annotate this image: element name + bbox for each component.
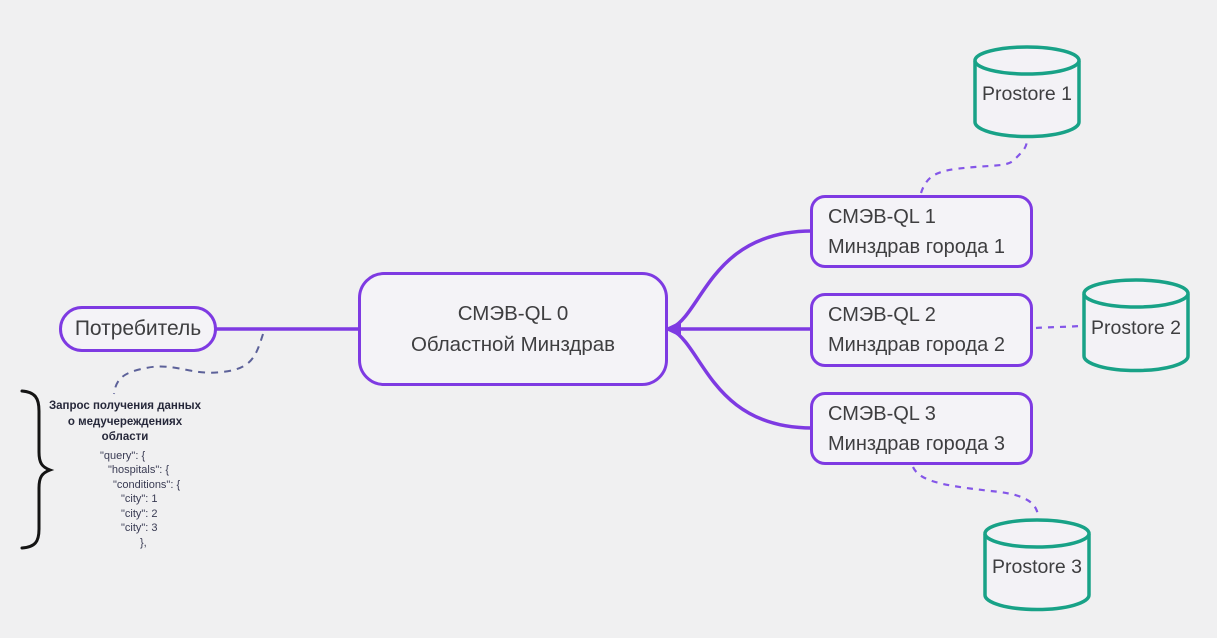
connector-annotation-request	[113, 333, 264, 395]
node-smev-ql-2-title: СМЭВ-QL 2	[828, 304, 936, 326]
node-smev-ql-3-title: СМЭВ-QL 3	[828, 402, 936, 425]
annotation-code-line: "city": 3	[121, 522, 158, 535]
connector-node2-prostore2	[1035, 324, 1081, 330]
node-smev-ql-0[interactable]: СМЭВ-QL 0 Областной Минздрав	[358, 272, 668, 386]
node-smev-ql-3-subtitle: Минздрав города 3	[828, 432, 1005, 455]
datastore-prostore-1[interactable]: Prostore 1	[972, 44, 1082, 139]
arrowhead-into-central	[664, 321, 681, 337]
curly-brace-icon	[20, 389, 55, 550]
annotation-title-line: о медучереждениях	[67, 415, 183, 428]
connector-central-node1	[671, 229, 813, 330]
annotation-code-line: "conditions": {	[113, 478, 181, 491]
node-smev-ql-3[interactable]: СМЭВ-QL 3 Минздрав города 3	[810, 392, 1033, 465]
annotation-title-line: Запрос получения данных	[48, 400, 202, 412]
datastore-prostore-3[interactable]: Prostore 3	[982, 517, 1092, 612]
database-cylinder-icon	[973, 45, 1081, 139]
datastore-prostore-2-label: Prostore 2	[1091, 316, 1181, 339]
datastore-prostore-2[interactable]: Prostore 2	[1081, 277, 1191, 373]
request-annotation-title: Запрос получения данных о медучереждения…	[38, 399, 212, 446]
node-smev-ql-0-subtitle: Областной Минздрав	[410, 333, 616, 356]
node-consumer-label: Потребитель	[74, 317, 202, 340]
datastore-prostore-1-label: Prostore 1	[982, 83, 1072, 105]
node-smev-ql-0-title: СМЭВ-QL 0	[457, 302, 569, 325]
datastore-prostore-3-label: Prostore 3	[992, 556, 1082, 578]
connector-central-node3	[671, 328, 813, 430]
database-cylinder-icon	[1082, 278, 1190, 373]
annotation-code-line: "city": 1	[121, 493, 158, 506]
request-annotation-query: "query": { "hospitals": { "conditions": …	[38, 449, 212, 551]
node-smev-ql-2-subtitle: Минздрав города 2	[828, 334, 1005, 356]
annotation-title-line: области	[101, 431, 149, 443]
connector-node3-prostore3	[912, 466, 1040, 516]
node-smev-ql-2[interactable]: СМЭВ-QL 2 Минздрав города 2	[810, 293, 1033, 367]
annotation-code-line: "query": {	[100, 449, 146, 462]
node-smev-ql-1-title: СМЭВ-QL 1	[828, 205, 936, 228]
annotation-code-line: "city": 2	[121, 507, 158, 520]
node-consumer[interactable]: Потребитель	[59, 306, 217, 352]
connector-node1-prostore1	[919, 140, 1029, 194]
annotation-code-line: "hospitals": {	[108, 464, 170, 477]
request-annotation: Запрос получения данных о медучереждения…	[38, 399, 212, 551]
database-cylinder-icon	[983, 518, 1091, 612]
node-smev-ql-1[interactable]: СМЭВ-QL 1 Минздрав города 1	[810, 195, 1033, 268]
annotation-code-line: },	[140, 537, 147, 550]
node-smev-ql-1-subtitle: Минздрав города 1	[828, 235, 1005, 258]
